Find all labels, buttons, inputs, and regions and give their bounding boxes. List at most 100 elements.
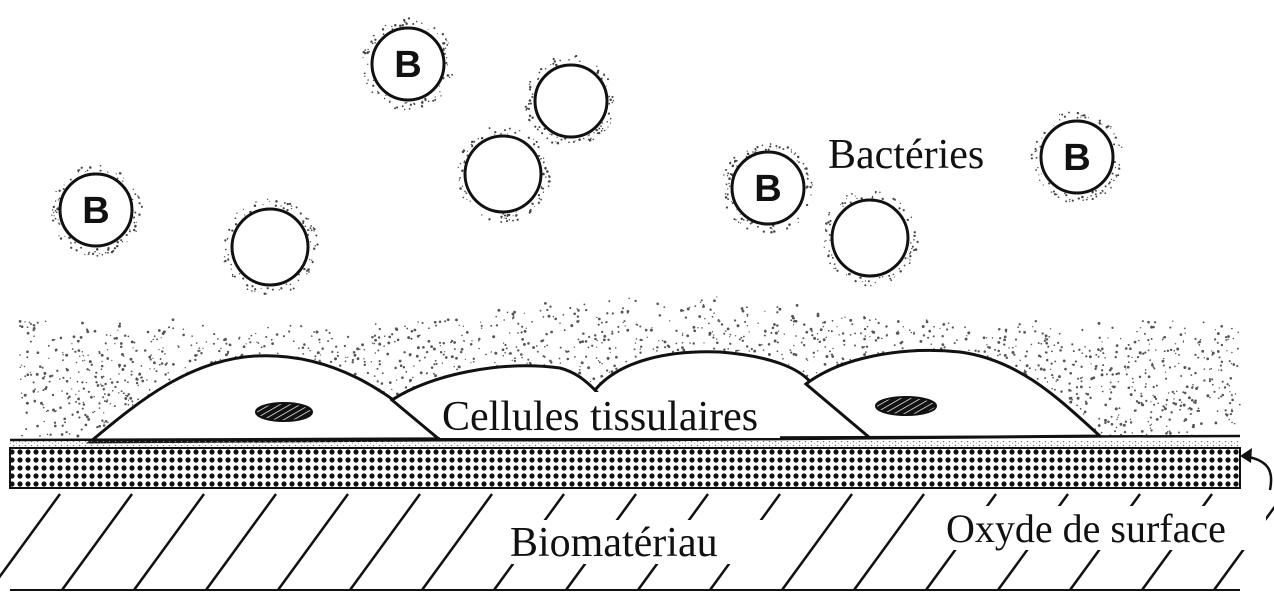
stipple-dot bbox=[114, 405, 116, 407]
stipple-dot bbox=[601, 342, 603, 344]
stipple-dot bbox=[78, 416, 80, 418]
halo-dot bbox=[1041, 173, 1042, 174]
halo-dot bbox=[872, 197, 874, 199]
stipple-dot bbox=[984, 350, 987, 353]
stipple-dot bbox=[1130, 419, 1131, 420]
halo-dot bbox=[809, 186, 811, 188]
stipple-dot bbox=[427, 340, 430, 343]
halo-dot bbox=[481, 137, 483, 139]
stipple-dot bbox=[494, 362, 495, 363]
halo-dot bbox=[79, 169, 81, 171]
halo-dot bbox=[590, 138, 591, 139]
stipple-dot bbox=[689, 306, 690, 307]
halo-dot bbox=[915, 248, 918, 251]
stipple-dot bbox=[94, 330, 97, 333]
halo-dot bbox=[421, 22, 422, 23]
halo-dot bbox=[448, 42, 449, 43]
stipple-dot bbox=[1194, 354, 1196, 356]
halo-dot bbox=[1112, 173, 1114, 175]
halo-dot bbox=[55, 210, 57, 212]
halo-dot bbox=[516, 219, 518, 221]
halo-dot bbox=[123, 178, 124, 179]
stipple-dot bbox=[135, 378, 138, 381]
stipple-dot bbox=[430, 345, 433, 348]
halo-dot bbox=[406, 102, 407, 103]
stipple-dot bbox=[325, 329, 327, 331]
stipple-dot bbox=[1151, 424, 1152, 425]
stipple-dot bbox=[623, 322, 624, 323]
halo-dot bbox=[579, 60, 581, 62]
stipple-dot bbox=[391, 389, 392, 390]
halo-dot bbox=[859, 277, 861, 279]
halo-dot bbox=[391, 26, 392, 27]
stipple-dot bbox=[521, 326, 523, 328]
stipple-dot bbox=[544, 356, 546, 358]
stipple-dot bbox=[615, 347, 617, 349]
stipple-dot bbox=[885, 325, 887, 327]
halo-dot bbox=[120, 239, 122, 241]
stipple-dot bbox=[345, 360, 347, 362]
halo-dot bbox=[370, 40, 372, 42]
stipple-dot bbox=[764, 334, 766, 336]
stipple-dot bbox=[419, 360, 421, 362]
halo-dot bbox=[855, 196, 856, 197]
stipple-dot bbox=[578, 339, 580, 341]
stipple-dot bbox=[85, 424, 88, 427]
halo-dot bbox=[96, 255, 98, 257]
halo-dot bbox=[85, 171, 86, 172]
stipple-dot bbox=[63, 417, 66, 420]
halo-dot bbox=[442, 42, 445, 45]
stipple-dot bbox=[1182, 391, 1184, 393]
hatch-line bbox=[782, 494, 852, 590]
stipple-dot bbox=[901, 341, 903, 343]
halo-dot bbox=[122, 181, 123, 182]
halo-dot bbox=[374, 42, 376, 44]
stipple-dot bbox=[95, 376, 97, 378]
halo-dot bbox=[841, 202, 843, 204]
stipple-dot bbox=[52, 394, 54, 396]
stipple-dot bbox=[770, 332, 772, 334]
stipple-dot bbox=[1120, 338, 1121, 339]
hatch-line bbox=[854, 494, 924, 590]
halo-dot bbox=[364, 49, 366, 51]
halo-dot bbox=[734, 161, 735, 162]
stipple-dot bbox=[409, 355, 411, 357]
halo-dot bbox=[235, 217, 237, 219]
stipple-dot bbox=[311, 335, 313, 337]
stipple-dot bbox=[24, 366, 26, 368]
halo-dot bbox=[1082, 115, 1084, 117]
stipple-dot bbox=[956, 339, 958, 341]
stipple-dot bbox=[1051, 362, 1053, 364]
stipple-dot bbox=[1175, 353, 1176, 354]
halo-dot bbox=[134, 193, 136, 195]
stipple-dot bbox=[559, 322, 561, 324]
stipple-dot bbox=[503, 343, 504, 344]
halo-dot bbox=[559, 60, 561, 62]
halo-dot bbox=[247, 288, 249, 290]
stipple-dot bbox=[403, 351, 405, 353]
halo-dot bbox=[736, 209, 737, 210]
stipple-dot bbox=[514, 357, 516, 359]
halo-dot bbox=[134, 212, 136, 214]
stipple-dot bbox=[30, 323, 32, 325]
stipple-dot bbox=[1090, 363, 1091, 364]
halo-dot bbox=[537, 129, 539, 131]
stipple-dot bbox=[1229, 360, 1231, 362]
stipple-dot bbox=[377, 380, 379, 382]
halo-dot bbox=[394, 24, 397, 27]
stipple-dot bbox=[1035, 369, 1036, 370]
halo-dot bbox=[505, 218, 507, 220]
stipple-dot bbox=[52, 339, 54, 341]
halo-dot bbox=[372, 43, 374, 45]
stipple-dot bbox=[410, 338, 412, 340]
stipple-dot bbox=[1151, 338, 1153, 340]
stipple-dot bbox=[1087, 393, 1090, 396]
halo-dot bbox=[383, 33, 385, 35]
stipple-dot bbox=[213, 343, 215, 345]
stipple-dot bbox=[129, 397, 132, 400]
stipple-dot bbox=[647, 337, 648, 338]
particle bbox=[525, 55, 614, 144]
stipple-dot bbox=[455, 318, 458, 321]
halo-dot bbox=[911, 248, 912, 249]
